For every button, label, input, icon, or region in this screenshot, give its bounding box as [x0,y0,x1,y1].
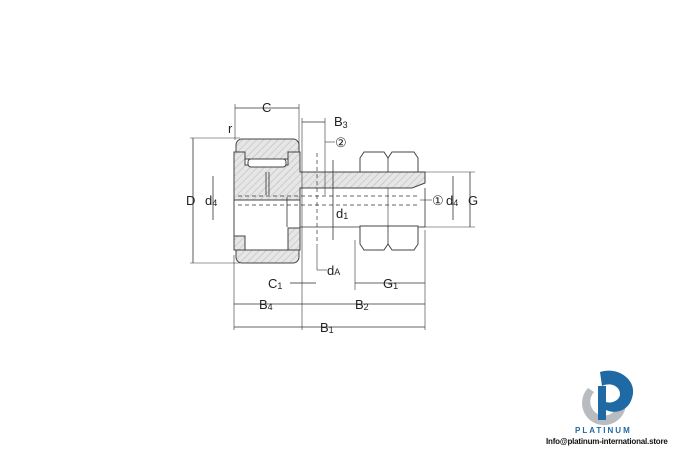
dim-B3-label: B3 [334,114,348,130]
dim-B4-label: B4 [259,297,273,312]
dim-d4-right-label: d4 [446,193,458,208]
dim-d4-left-label: d4 [205,193,217,208]
dim-G1-label: G1 [383,276,398,291]
dim-B2-label: B2 [355,297,369,312]
dim-B1-label: B1 [320,320,334,335]
hex-nut [359,151,419,251]
contact-email[interactable]: Info@platinum-international.store [546,437,668,446]
dim-d1-label: d1 [336,206,348,221]
dim-D-label: D [186,193,195,208]
dim-C-label: C [262,100,271,115]
callout-2: ② [335,135,347,150]
dim-G-label: G [468,193,478,208]
logo-brand-text: PLATINUM [575,426,632,435]
dim-dA-label: dA [327,263,340,278]
dim-r-label: r [228,121,233,136]
callout-1: ① [432,193,444,208]
stud [233,151,426,251]
platinum-logo-icon [582,370,634,426]
dim-C1-label: C1 [268,276,282,291]
dimension-lines [190,104,475,330]
